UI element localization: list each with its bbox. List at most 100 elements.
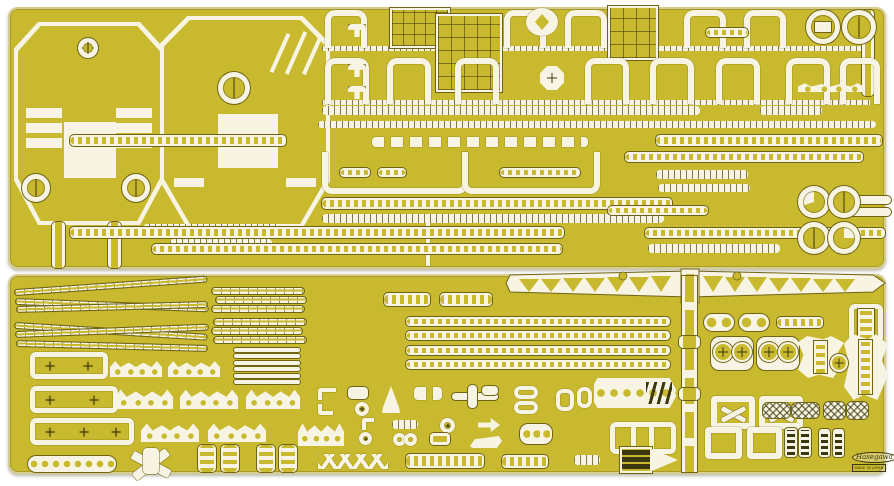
cutout-slot <box>26 123 62 133</box>
support-arch <box>325 58 369 104</box>
hatch-frame <box>30 352 108 379</box>
short-ladder <box>384 293 430 306</box>
thin-strip <box>234 367 300 371</box>
railing-strip <box>170 239 272 246</box>
support-arch <box>387 58 431 104</box>
small-flag-fitting <box>482 386 498 395</box>
platform-detail <box>815 22 831 32</box>
turret-leg <box>52 222 65 268</box>
rivet-circle <box>218 72 250 104</box>
sheave-disc <box>715 344 731 360</box>
spar-strip <box>212 328 302 334</box>
maker-logo: Hasegawa MADE IN JAPAN <box>852 444 894 472</box>
funnel-grille <box>594 378 678 408</box>
ladder-strip <box>322 198 672 209</box>
ladder-strip <box>340 168 370 177</box>
hinge-strip <box>799 428 811 457</box>
grid-panel <box>438 16 500 90</box>
cutout-slot <box>26 108 62 118</box>
spar-strip <box>212 306 304 312</box>
octagon-fitting <box>540 66 564 90</box>
railing-strip <box>656 170 748 179</box>
square-frame <box>747 427 782 459</box>
tapered-strip <box>845 208 891 216</box>
mast-truss-piece <box>844 334 888 400</box>
spar-strip <box>214 337 306 343</box>
frame-divider <box>631 427 636 449</box>
short-ladder <box>777 317 823 328</box>
hinge-mark <box>43 425 57 439</box>
coil-fitting <box>520 424 552 444</box>
grille-fins <box>646 382 672 404</box>
clover-cutout <box>526 8 558 36</box>
fitting-cross <box>544 70 560 86</box>
mini-ladder <box>257 445 275 472</box>
spar-strip <box>214 319 306 325</box>
wavy-bracket <box>414 387 442 400</box>
maker-logo-caption: MADE IN JAPAN <box>852 464 886 472</box>
hinge-strip <box>833 429 844 457</box>
fairlead-pair <box>711 337 753 370</box>
railing-strip <box>322 214 664 223</box>
rivet-circle <box>78 38 98 58</box>
hinge-mark <box>43 359 57 373</box>
hinge-mark <box>77 425 91 439</box>
searchlight-platform-ring <box>806 10 840 44</box>
x-braced-support <box>711 396 755 429</box>
clover-center <box>535 14 549 30</box>
post-joint <box>679 388 700 400</box>
inclined-ladder-strip <box>406 317 670 326</box>
inclined-ladder-strip <box>406 346 670 355</box>
funnel-cap-grille <box>622 449 650 471</box>
mini-ladder <box>198 445 216 472</box>
link-ring <box>514 401 538 414</box>
buckle-fitting <box>577 387 592 408</box>
turret-roof-plate-grid <box>14 22 164 225</box>
support-arch <box>744 10 786 48</box>
ladder-strip-long <box>152 244 562 254</box>
turnbuckle-fitting <box>847 402 868 419</box>
ladder-strip <box>645 228 885 238</box>
propeller-star-piece <box>126 443 176 481</box>
truss-ladder-core <box>859 340 872 394</box>
support-arch <box>650 58 694 104</box>
railing-strip-long <box>318 121 876 128</box>
spar-strip <box>216 297 306 303</box>
inclined-ladder-strip <box>406 331 670 340</box>
chock-row-small <box>798 83 864 92</box>
thin-strip <box>234 348 300 352</box>
ladder-strip-segmented <box>406 454 484 468</box>
fine-tick-strip <box>574 455 600 465</box>
cable-reel-disc <box>798 186 830 218</box>
rivet-circle <box>122 174 150 202</box>
frame-ladder-core <box>858 309 874 339</box>
ladder-strip-long <box>70 227 564 238</box>
cutout-slot <box>286 178 316 187</box>
cable-reel-disc <box>798 222 830 254</box>
mini-ladder <box>279 445 297 472</box>
cable-reel-disc <box>828 222 860 254</box>
truss-ladder-core <box>814 341 827 373</box>
cutout-slot <box>116 123 152 133</box>
cutout-slot <box>116 108 152 118</box>
railing-strip <box>322 106 700 115</box>
hatch-frame <box>30 418 134 445</box>
support-arch <box>585 58 629 104</box>
ladder-strip <box>70 135 286 146</box>
thin-strip <box>234 380 300 384</box>
hinge-mark <box>109 425 123 439</box>
hinge-mark <box>87 393 101 407</box>
davit-hook <box>318 404 333 415</box>
frame-rail <box>322 46 870 51</box>
support-arch <box>716 58 760 104</box>
cutout-slot <box>26 138 62 148</box>
searchlight-platform-ring <box>842 10 876 44</box>
ladder-strip <box>378 168 406 177</box>
turnbuckle-fitting <box>824 402 845 419</box>
cross-post <box>468 385 477 408</box>
cutout <box>64 122 116 178</box>
hatch-frame <box>30 386 118 413</box>
ladder-strip-segmented <box>502 455 548 468</box>
turnbuckle-fitting <box>763 403 790 418</box>
link-ring <box>514 386 538 399</box>
